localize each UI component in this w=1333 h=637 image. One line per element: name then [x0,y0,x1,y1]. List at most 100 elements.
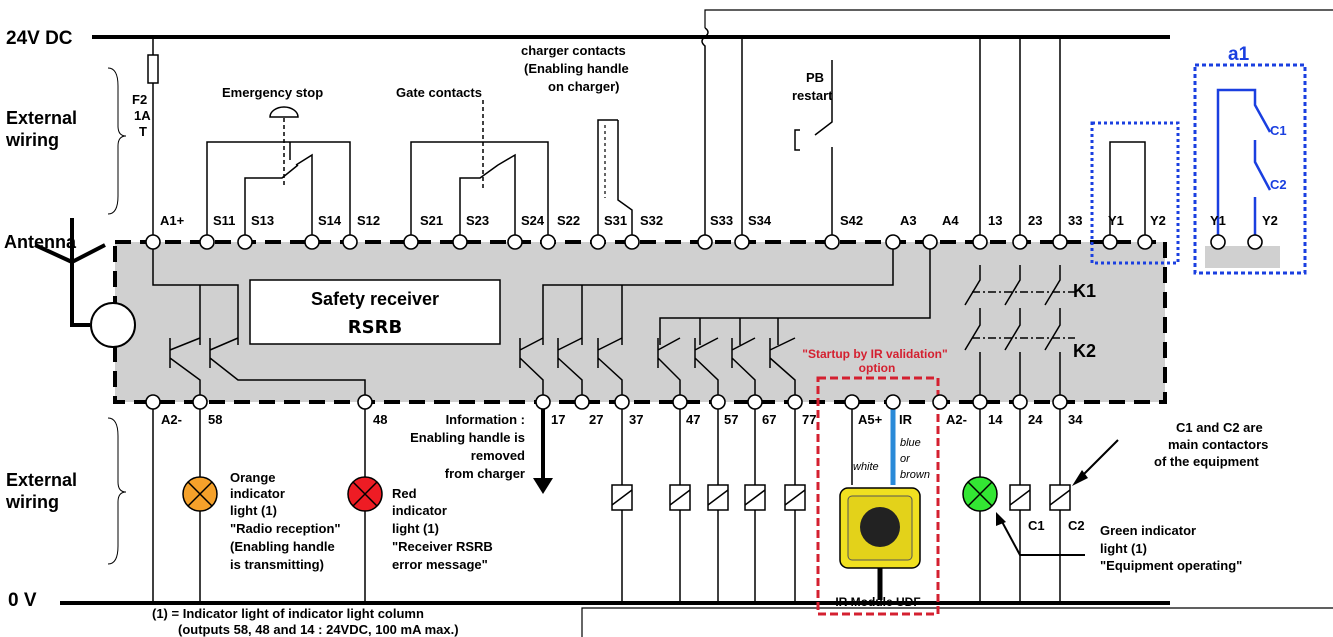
terminal-a5plus: A5+ [858,412,883,427]
frame-line [581,9,1333,637]
terminal-77: 77 [802,412,816,427]
terminal-s34: S34 [748,213,772,228]
terminal-s21: S21 [420,213,443,228]
contactors-note-line1: C1 and C2 are [1176,420,1263,435]
terminal-s14: S14 [318,213,342,228]
pb-restart-switch [794,60,833,242]
k1-label: K1 [1073,281,1096,301]
orange-light-line5: (Enabling handle [230,539,335,554]
estop-mushroom-icon [269,106,299,118]
terminal-s31: S31 [604,213,627,228]
terminal-a3: A3 [900,213,917,228]
orange-light-line3: light (1) [230,503,277,518]
charger-label-line1: charger contacts [521,43,626,58]
red-light-line5: error message" [392,557,488,572]
a1-label: a1 [1228,44,1250,65]
estop-contacts [206,141,351,242]
y1-y2-bridge-box [1090,121,1180,265]
contactors-note-line3: of the equipment [1154,454,1259,469]
terminal-37: 37 [629,412,643,427]
terminal-34: 34 [1068,412,1083,427]
terminal-s11: S11 [213,213,235,228]
ir-module-udf [839,487,921,600]
terminal-58: 58 [208,412,222,427]
info-line4: from charger [445,466,525,481]
antenna-icon [34,218,106,327]
a1-terminal-y1: Y1 [1210,213,1226,228]
fuse-label-line3: T [139,124,147,139]
external-wiring-top-line1: External [6,108,77,128]
info-line3: removed [471,448,525,463]
footnote-line1: (1) = Indicator light of indicator light… [152,606,424,621]
fuse-label-line1: F2 [132,92,147,107]
external-wiring-top-line2: wiring [5,130,59,150]
top-terminal-labels: A1+ S11 S13 S14 S12 S21 S23 S24 S22 S31 … [160,213,1278,228]
relay-coils [611,484,1071,511]
terminal-y1: Y1 [1108,213,1124,228]
red-light-line4: "Receiver RSRB [392,539,493,554]
ir-option-title: "Startup by IR validation" [802,347,947,361]
emergency-stop-label: Emergency stop [222,85,323,100]
charger-label-line3: on charger) [548,79,620,94]
top-terminal-circles [145,234,1263,250]
bottom-terminal-circles [145,394,1068,410]
terminal-48: 48 [373,412,387,427]
terminal-s42: S42 [840,213,863,228]
info-line1: Information : [446,412,525,427]
a1-terminal-y2: Y2 [1262,213,1278,228]
ir-module-label: IR Module UDF [835,595,920,609]
relay-contacts [964,265,1075,402]
terminal-a1plus: A1+ [160,213,185,228]
info-line2: Enabling handle is [410,430,525,445]
terminal-s12: S12 [357,213,380,228]
fuse-label-line2: 1A [134,108,151,123]
wire-color-or: or [900,453,911,465]
terminal-47: 47 [686,412,700,427]
terminal-s33: S33 [710,213,733,228]
contactors-note-line2: main contactors [1168,437,1268,452]
terminal-a2minus-right: A2- [946,412,967,427]
orange-light-line1: Orange [230,470,276,485]
terminal-y2: Y2 [1150,213,1166,228]
a1-c1-label: C1 [1270,123,1287,138]
terminal-a4: A4 [942,213,959,228]
red-light-line3: light (1) [392,521,439,536]
terminal-24: 24 [1028,412,1043,427]
gate-contacts [410,141,549,242]
receiver-model: RSRB [348,317,402,338]
wire-color-brown: brown [900,469,930,481]
terminal-s13: S13 [251,213,274,228]
antenna-label: Antenna [4,232,77,252]
terminal-27: 27 [589,412,603,427]
wire-color-white: white [853,461,879,473]
bottom-terminal-labels: A2- 58 48 17 27 37 47 57 67 77 A5+ IR A2… [161,412,1083,427]
orange-light-line4: "Radio reception" [230,521,341,536]
terminal-s24: S24 [521,213,545,228]
pb-label-line2: restart [792,88,833,103]
terminal-67: 67 [762,412,776,427]
terminal-57: 57 [724,412,738,427]
terminal-ir: IR [899,412,913,427]
terminal-a2minus-left: A2- [161,412,182,427]
external-wiring-brace-bottom [107,417,127,565]
ir-option-box [816,376,940,616]
terminal-23: 23 [1028,213,1042,228]
ir-option-subtitle: option [859,361,896,375]
charger-label-line2: (Enabling handle [524,61,629,76]
terminal-s32: S32 [640,213,663,228]
a1-c2-label: C2 [1270,177,1287,192]
receiver-label-box [249,279,501,345]
supply-rail-label: 24V DC [6,28,73,49]
external-wiring-bottom-line1: External [6,470,77,490]
k2-label: K2 [1073,341,1096,361]
red-light-line2: indicator [392,503,447,518]
red-light-line1: Red [392,486,417,501]
charger-contacts [597,119,633,242]
terminal-13: 13 [988,213,1002,228]
green-light-line2: light (1) [1100,541,1147,556]
a1-box [1193,63,1307,275]
terminal-17: 17 [551,412,565,427]
orange-light-line2: indicator [230,486,285,501]
green-light-line3: "Equipment operating" [1100,558,1242,573]
